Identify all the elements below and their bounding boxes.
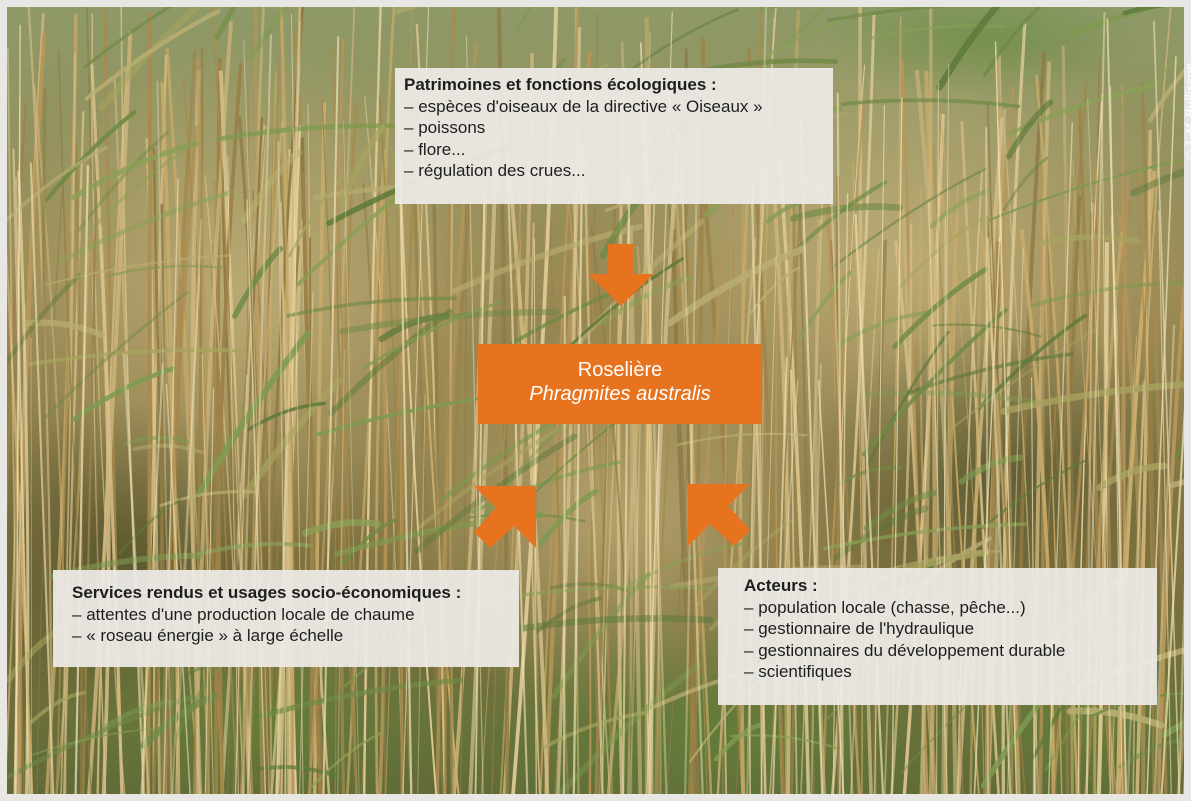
- acteurs-item: gestionnaire de l'hydraulique: [744, 618, 1157, 640]
- services-title: Services rendus et usages socio-économiq…: [72, 583, 462, 602]
- patrimoines-item: flore...: [404, 139, 833, 161]
- patrimoines-item: poissons: [404, 117, 833, 139]
- acteurs-item: population locale (chasse, pêche...): [744, 597, 1157, 619]
- patrimoines-item: espèces d'oiseaux de la directive « Oise…: [404, 96, 833, 118]
- central-name: Roselière: [577, 359, 663, 381]
- acteurs-item: gestionnaires du développement durable: [744, 640, 1157, 662]
- services-list: attentes d'une production locale de chau…: [72, 604, 519, 647]
- services-item: attentes d'une production locale de chau…: [72, 604, 519, 626]
- acteurs-item: scientifiques: [744, 661, 1157, 683]
- arrow-down-icon: [588, 244, 654, 306]
- arrow-up-right-icon: [474, 486, 536, 548]
- arrow-up-left-icon: [688, 484, 750, 546]
- acteurs-list: population locale (chasse, pêche...) ges…: [744, 597, 1157, 683]
- acteurs-title: Acteurs :: [744, 576, 818, 595]
- services-item: « roseau énergie » à large échelle: [72, 625, 519, 647]
- patrimoines-box: Patrimoines et fonctions écologiques : e…: [395, 68, 833, 204]
- patrimoines-list: espèces d'oiseaux de la directive « Oise…: [404, 96, 833, 182]
- acteurs-box: Acteurs : population locale (chasse, pêc…: [718, 568, 1157, 705]
- central-node: Roselière Phragmites australis: [478, 344, 762, 424]
- patrimoines-title: Patrimoines et fonctions écologiques :: [404, 75, 717, 94]
- central-species: Phragmites australis: [529, 383, 711, 405]
- patrimoines-item: régulation des crues...: [404, 160, 833, 182]
- services-box: Services rendus et usages socio-économiq…: [53, 570, 519, 667]
